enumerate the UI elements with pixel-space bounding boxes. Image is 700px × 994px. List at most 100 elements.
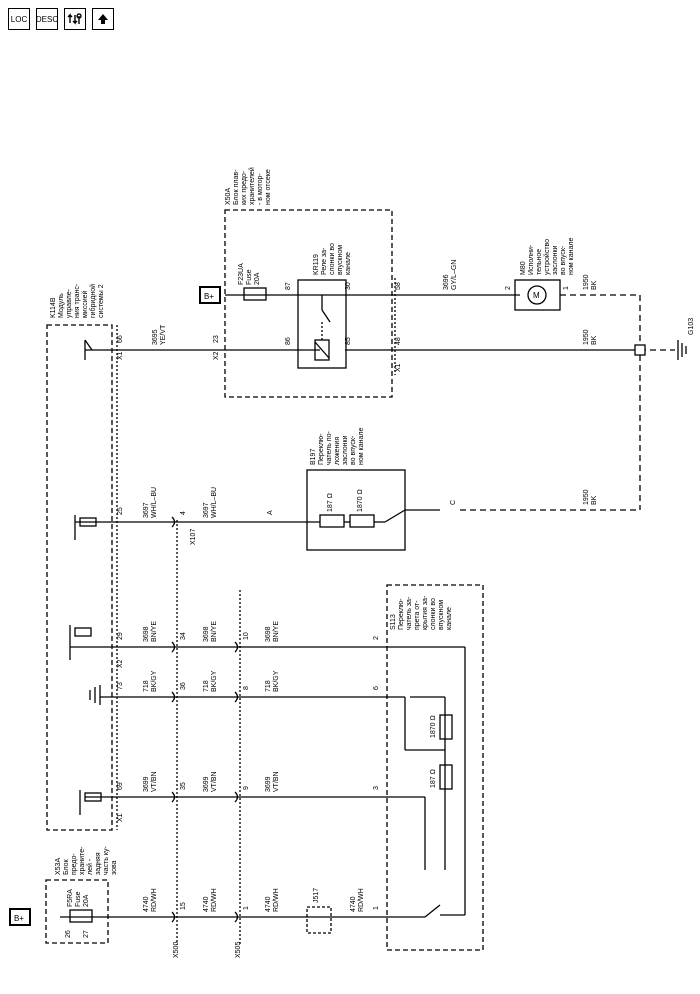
fuse-f23ua [243,287,267,301]
x53a-box [45,879,109,944]
conn-x1-c: X1 [117,813,124,822]
wire-718-label-2: 718BK/GY [265,670,280,692]
kr119-label: KR119Реле за-слонки вовпускномканале [313,243,352,275]
pin-p26-26: 26 [65,930,72,938]
k114b-label: K114BМодульуправле-ния транс-миссиейгибр… [50,283,105,318]
m80-label: M80Исполни-тельноеустройствозаслонкиво в… [520,238,575,275]
pin-pC-13: C [450,500,457,505]
arrow-up-icon[interactable] [92,8,114,30]
pin-p2-8: 2 [505,286,512,290]
kr119-box [297,279,347,369]
f23ua-label: F23UAFuse20A [238,263,261,285]
pin-p9-24: 9 [243,786,250,790]
wire-3699-label-0: 3699VT/BN [143,771,158,792]
wire-4740-label-1: 4740RD/WH [203,888,218,912]
wire-1950-label-b: 1950BK [583,329,598,345]
s113-r1870 [439,714,453,740]
ground-left-3698 [69,625,92,660]
pin-p29-14: 29 [117,632,124,640]
relay-coil [314,339,330,361]
ground-left-3695 [84,339,93,360]
wire-3698-label-1: 3698BN/YE [203,621,218,642]
f5ra-label: F5RAFuse20A [67,889,90,907]
pin-p69-22: 69 [117,782,124,790]
x53a-label: X53AБлокпредо-храните-лей -задняячасть к… [55,846,118,875]
bplus-bottom: B+ [9,908,31,926]
pin-p1-29: 1 [243,906,250,910]
desc-label: DESC [35,14,59,24]
conn-x1-b: X1 [395,363,402,372]
loc-button[interactable]: LOC [8,8,30,30]
motor-circle [527,285,547,305]
fuse-f5ra [69,909,93,923]
wire-1950-label-c: 1950BK [583,489,598,505]
pin-p1-9: 1 [563,286,570,290]
motor-label: M [533,291,540,300]
pin-p34-15: 34 [180,632,187,640]
conn-x500: X500 [173,942,180,958]
svg-text:B+: B+ [14,914,24,923]
conn-x1-a: X1 [117,351,124,360]
wire-3699-label-2: 3699VT/BN [265,771,280,792]
wire-4740-label-0: 4740RD/WH [143,888,158,912]
x107-pin-4 [171,516,176,528]
pin-p30-3: 30 [345,282,352,290]
b197-label: B197Переклю-чатель по-ложениязаслонкиво … [310,428,365,465]
m80-box [514,279,561,311]
ground-left-3699 [79,790,102,815]
wire-3697-label-b: 3697WH/L–BU [203,487,218,518]
pin-p36-19: 36 [180,682,187,690]
conn-x2-a: X2 [213,351,220,360]
k114b-box [46,324,113,831]
ground-left-3697 [74,515,97,540]
x50a-box [224,209,393,398]
pin-p4-11: 4 [180,511,187,515]
pin-p73-18: 73 [117,682,124,690]
pin-p6-21: 6 [373,686,380,690]
s113-r187 [439,764,453,790]
wire-3698-label-2: 3698BN/YE [265,621,280,642]
res-b197-187: 187 Ω [327,493,334,512]
pin-p27-27: 27 [83,930,90,938]
wire-3696-label: 3696GY/L–GN [443,260,458,290]
wire-3699-label-1: 3699VT/BN [203,771,218,792]
svg-text:B+: B+ [204,292,214,301]
wire-718-label-1: 718BK/GY [203,670,218,692]
arrow-up-glyph [98,14,108,24]
x50a-label: X50AБлок плав-ких предо-хранителей- в мо… [225,167,272,205]
pin-p2-17: 2 [373,636,380,640]
pin-p35-23: 35 [180,782,187,790]
res-s113-187: 187 Ω [430,769,437,788]
pin-p10-16: 10 [243,632,250,640]
relay-coil-diag [314,341,330,359]
wire-3698-label-0: 3698BN/YE [143,621,158,642]
pin-p15-28: 15 [180,902,187,910]
hardware-icon[interactable] [64,8,86,30]
pin-p8-20: 8 [243,686,250,690]
wire-4740-label-3: 4740RD/WH [350,888,365,912]
desc-button[interactable]: DESC [36,8,58,30]
pin-pA-12: A [267,510,274,515]
wire-1950-label-a: 1950BK [583,274,598,290]
pin-p66-0: 66 [117,335,124,343]
loc-label: LOC [10,14,28,24]
s113-box [386,584,484,951]
pin-p87-2: 87 [285,282,292,290]
conn-x505: X505 [235,942,242,958]
ground-splice [634,344,646,356]
pin-p25-10: 25 [117,507,124,515]
hardware-icon-glyph [67,13,82,25]
res-b197-1870: 1870 Ω [357,489,364,512]
b197-r1870 [349,514,375,528]
ground-left-718 [89,685,101,705]
pin-p86-5: 86 [285,337,292,345]
j517-label: J517 [313,888,320,903]
pin-p3-25: 3 [373,786,380,790]
relay-switch [321,309,331,323]
pin-p1-30: 1 [373,906,380,910]
toolbar: LOC DESC [8,8,114,30]
g103-label: G103 [688,318,695,335]
pin-p48-7: 48 [395,337,402,345]
b197-r187 [319,514,345,528]
